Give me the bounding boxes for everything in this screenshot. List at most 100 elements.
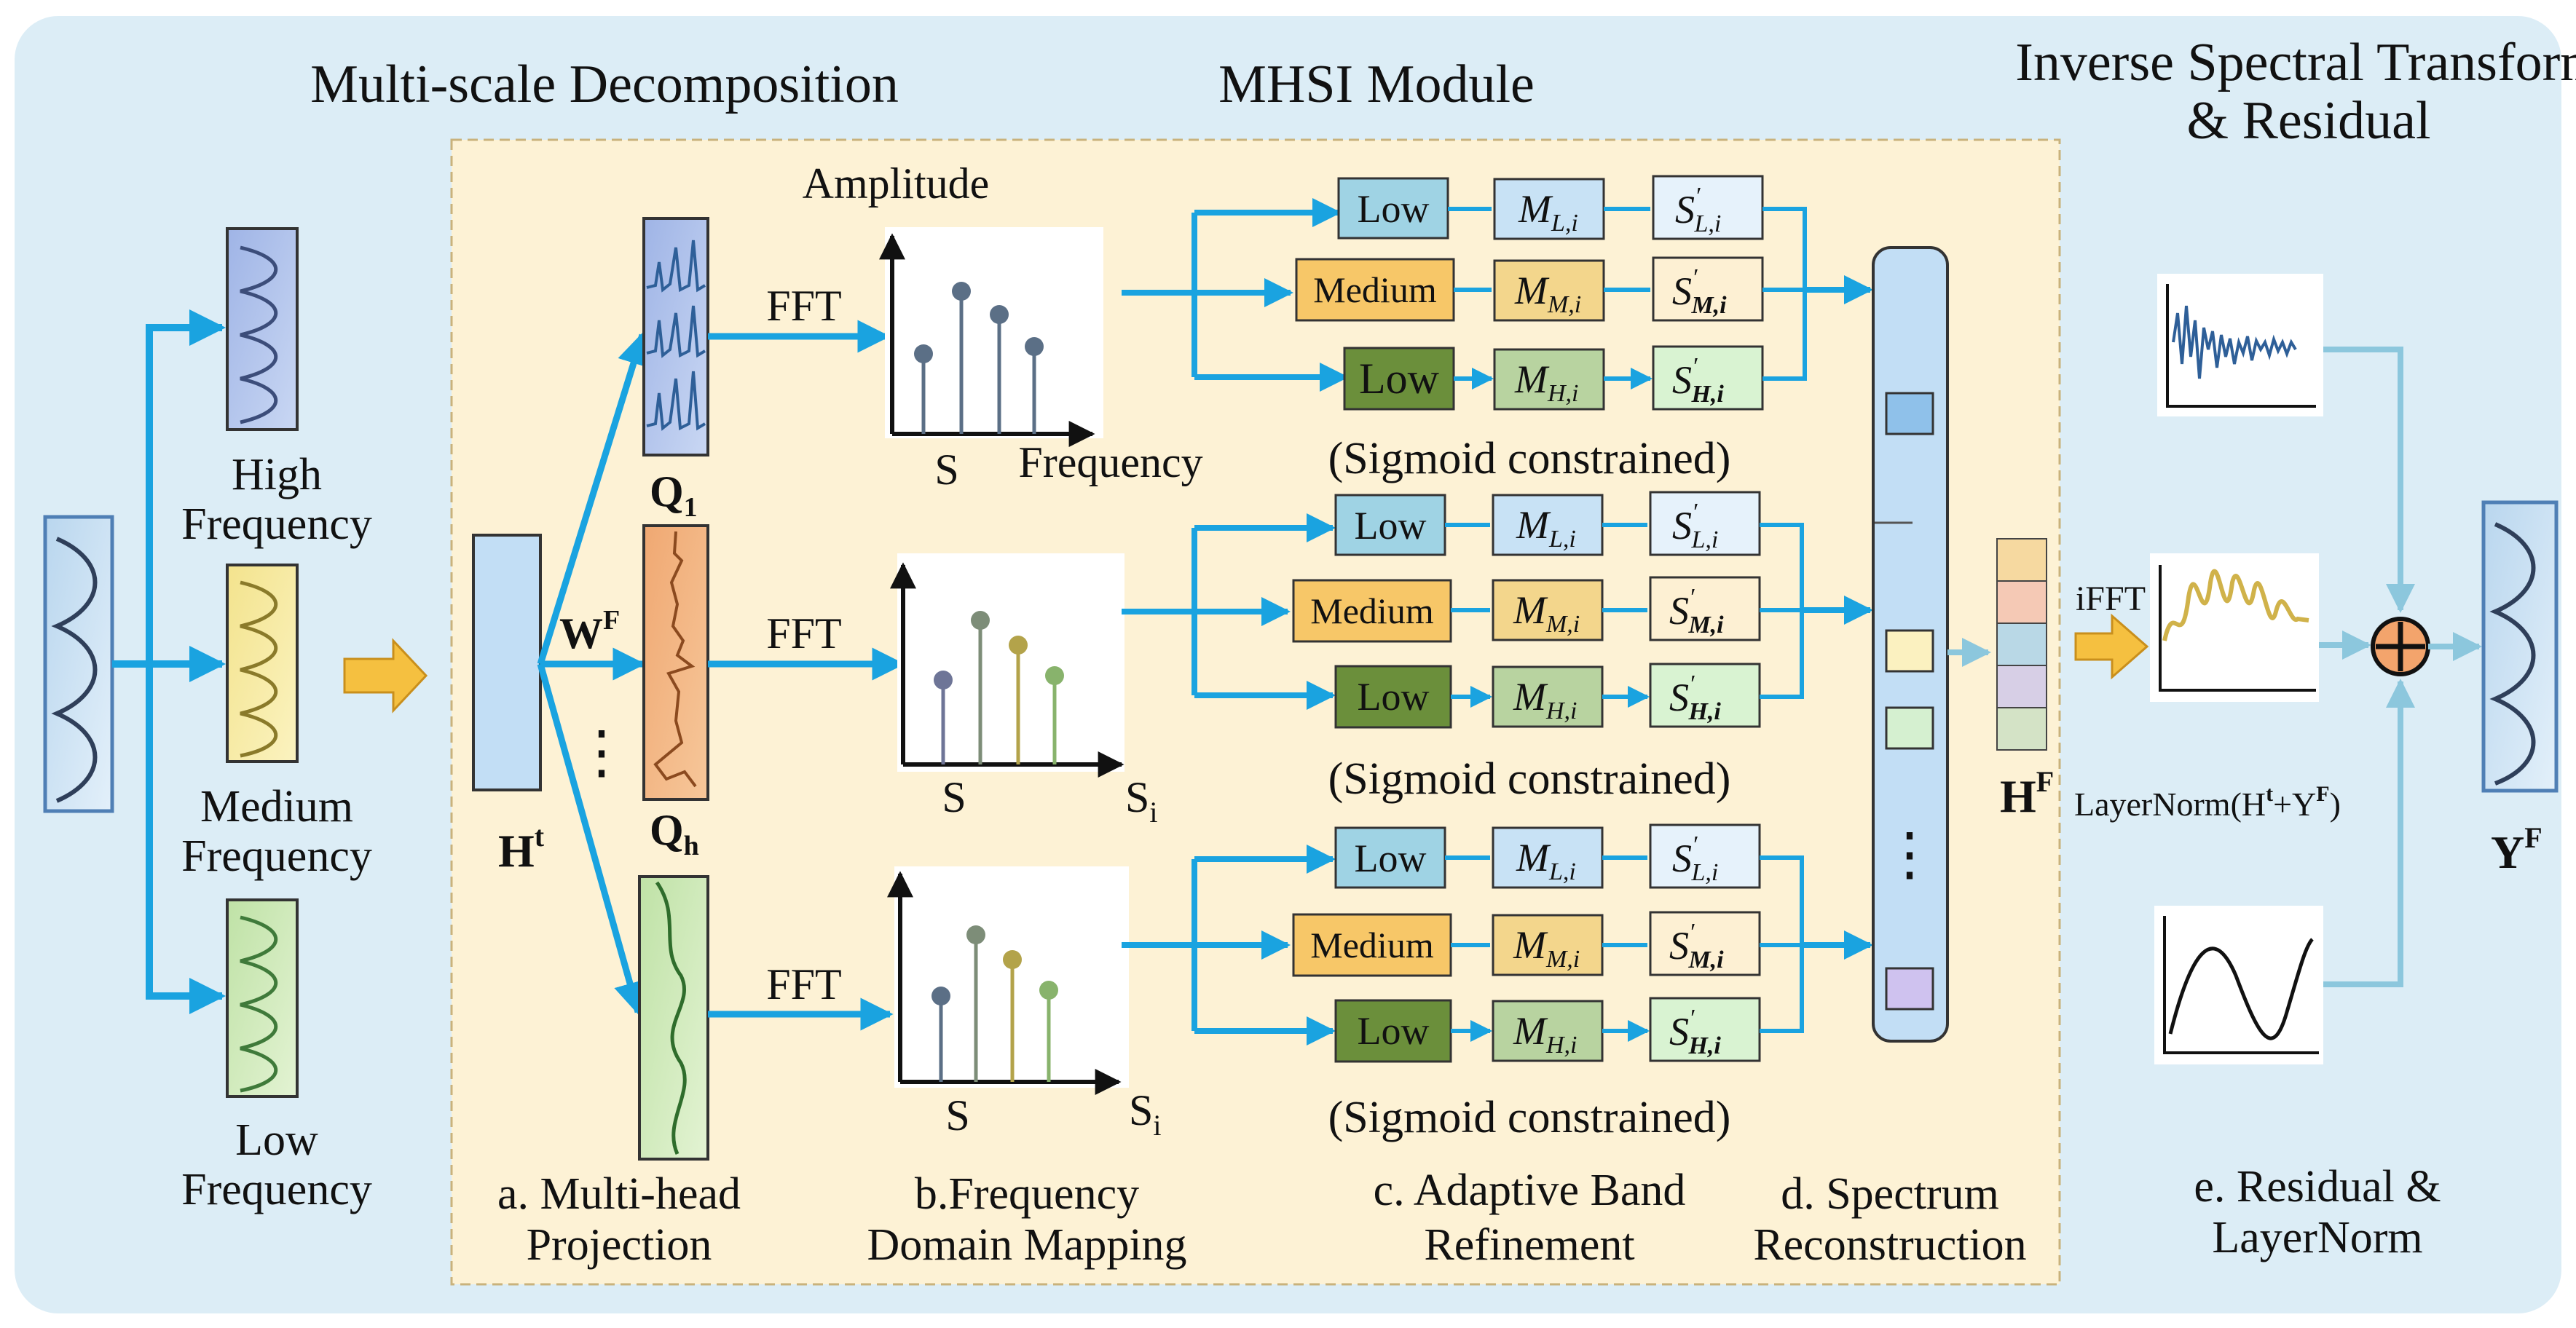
band2-s-high-box — [1649, 663, 1761, 728]
title-mhsi: MHSI Module — [1218, 55, 1535, 114]
band2-arrows-to-m — [1445, 523, 1490, 697]
yf-output-wave — [2489, 522, 2536, 786]
band1-medium-box — [1295, 258, 1455, 322]
band1-arrows-to-m — [1448, 207, 1492, 379]
q1-signal — [646, 240, 706, 431]
proj-arrow-qh — [537, 663, 646, 1016]
split-arrow-low — [146, 664, 226, 1014]
medium-frequency-wave — [240, 580, 277, 758]
spectrum-cell-yellow — [1885, 629, 1934, 673]
band1-m-medium-box — [1493, 259, 1605, 322]
low-label-2: Frequency — [181, 1165, 372, 1214]
caption-b-2: Domain Mapping — [867, 1220, 1186, 1270]
thumb-bottom-axes — [2163, 916, 2319, 1054]
band1-high-label: Low — [1359, 355, 1440, 403]
band2-m-low-box — [1492, 494, 1604, 556]
band-arrows-3 — [1122, 856, 1318, 1034]
band-arrows-1 — [1122, 210, 1339, 380]
band1-s-medium: S′M,i — [1672, 264, 1727, 319]
band3-m-high-box — [1492, 1000, 1604, 1062]
qh-box — [638, 875, 709, 1161]
amplitude-label: Amplitude — [803, 159, 990, 208]
band3-m-medium-box — [1492, 914, 1604, 976]
plot3-head-4 — [1039, 981, 1058, 1000]
plot3-si-label: Si — [1129, 1086, 1162, 1142]
low-frequency-wave — [240, 915, 277, 1093]
band1-m-medium: MM,i — [1514, 269, 1581, 318]
low-label-1: Low — [235, 1115, 318, 1165]
plot3-s-label: S — [945, 1091, 969, 1139]
thumb-middle-axes — [2159, 565, 2316, 692]
band2-s-low-box — [1649, 491, 1761, 556]
band3-s-high-box — [1649, 997, 1761, 1062]
hf-stack — [1996, 538, 2047, 751]
title-inverse-2: & Residual — [2186, 91, 2430, 151]
thumb-top-signal — [2172, 305, 2297, 379]
band1-s-high-box — [1652, 345, 1764, 411]
band3-arrows-to-s — [1602, 855, 1647, 1031]
yf-label: YF — [2491, 821, 2542, 878]
medium-label-1: Medium — [200, 782, 353, 831]
band1-s-low: S′L,i — [1675, 183, 1721, 237]
plot3-head-3 — [1003, 950, 1022, 969]
projection-dots: ⋮ — [572, 721, 631, 785]
hf-label: HF — [2000, 765, 2054, 822]
spectrum-plot-1 — [879, 227, 1103, 447]
band3-medium-label: Medium — [1310, 925, 1434, 965]
hf-cell-2 — [1996, 580, 2047, 624]
ht-label: Ht — [498, 820, 545, 877]
high-label-1: High — [232, 450, 322, 499]
band1-m-low-box — [1493, 178, 1605, 240]
spectrum-cell-purple — [1885, 967, 1934, 1011]
plot1-background — [885, 227, 1103, 438]
thumb-bottom-signal — [2168, 938, 2314, 1040]
fft-label-1: FFT — [766, 282, 841, 330]
mhsi-module-panel — [450, 138, 2061, 1286]
band1-merge — [1762, 207, 1807, 381]
plot2-si-label: Si — [1125, 773, 1158, 829]
band2-sigmoid: (Sigmoid constrained) — [1328, 754, 1731, 804]
ifft-label: iFFT — [2076, 580, 2146, 618]
caption-b-1: b.Frequency — [915, 1169, 1139, 1219]
band2-s-medium: S′M,i — [1669, 584, 1724, 639]
qmid-box — [642, 524, 709, 801]
title-inverse-1: Inverse Spectral Transform — [2015, 33, 2576, 92]
wf-label: WF — [559, 605, 620, 657]
thumb-top-axes — [2166, 284, 2316, 408]
proj-arrow-q1 — [537, 331, 650, 665]
plot2-head-1 — [934, 671, 953, 689]
band2-high-label: Low — [1358, 675, 1430, 719]
band3-sigmoid: (Sigmoid constrained) — [1328, 1093, 1731, 1142]
ht-box — [472, 534, 542, 791]
plot1-head-1 — [914, 344, 933, 363]
band3-s-high: S′H,i — [1669, 1005, 1721, 1059]
band1-s-medium-box — [1652, 256, 1764, 322]
ifft-arrow — [2074, 613, 2149, 680]
band2-m-low: ML,i — [1516, 503, 1576, 553]
plot1-head-2 — [952, 282, 971, 301]
band2-medium-box — [1292, 579, 1452, 643]
band2-high-box — [1334, 665, 1452, 729]
caption-c-2: Refinement — [1424, 1220, 1634, 1270]
fft-label-2: FFT — [766, 609, 841, 657]
caption-e-2: LayerNorm — [2212, 1213, 2422, 1262]
plot2-s-label: S — [942, 773, 966, 821]
band1-s-low-box — [1652, 175, 1764, 240]
caption-a-2: Projection — [527, 1220, 712, 1270]
plot1-s-label: S — [934, 446, 958, 494]
band1-m-high: MH,i — [1514, 357, 1578, 407]
plot2-head-3 — [1009, 636, 1028, 655]
qmid-signal — [653, 531, 697, 788]
band1-sigmoid: (Sigmoid constrained) — [1328, 434, 1731, 483]
band3-m-high: MH,i — [1513, 1009, 1577, 1059]
caption-c-1: c. Adaptive Band — [1374, 1166, 1686, 1215]
band3-m-medium: MM,i — [1513, 923, 1580, 973]
band2-low-label: Low — [1355, 504, 1427, 548]
input-block-arrow — [343, 638, 428, 714]
band2-arrows-to-s — [1602, 523, 1647, 697]
input-signal-box — [43, 515, 114, 813]
band2-m-medium: MM,i — [1513, 588, 1580, 638]
caption-d-2: Reconstruction — [1753, 1220, 2026, 1270]
band2-s-medium-box — [1649, 576, 1761, 641]
